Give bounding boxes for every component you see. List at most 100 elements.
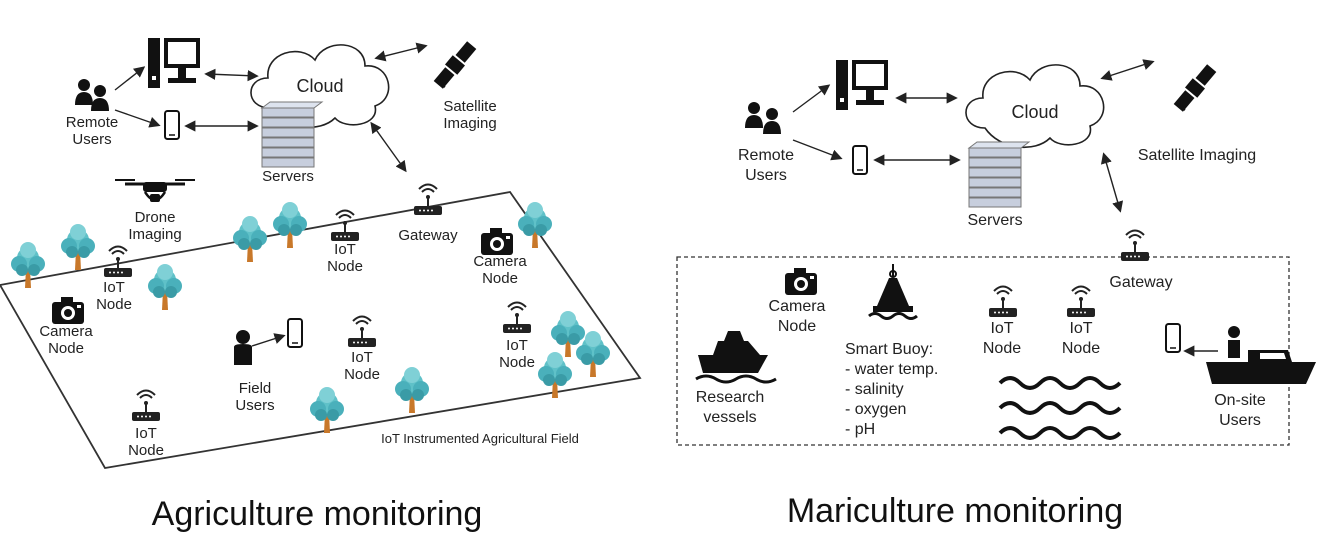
field-boundary [0,191,642,469]
buoy-icon [868,264,918,320]
arrow [114,66,146,91]
onsite-boat-icon [1206,326,1316,384]
camera-icon [785,268,817,295]
wave-icon [998,426,1122,440]
tree-icon [395,367,429,413]
gateway-label: Gateway [398,227,458,244]
iot-node-label-2: Node [1062,340,1100,357]
remote-users-icon [745,102,781,134]
iot-node-icon [330,209,360,242]
drone-icon [113,178,197,204]
tree-icon [518,202,552,248]
gateway-label: Gateway [1109,274,1172,291]
onsite-users-label-2: Users [1219,412,1261,429]
arrow [1100,59,1155,81]
satellite-label: Satellite [443,98,496,115]
satellite-label-2: Imaging [443,115,496,132]
onsite-users-label: On-site [1214,392,1266,409]
wave-icon [998,401,1122,415]
research-vessels-label: Research [696,389,764,406]
iot-node-icon [131,389,161,422]
camera-node-label: Camera [769,298,826,315]
field-label: IoT Instrumented Agricultural Field [381,431,579,446]
camera-icon [52,297,84,324]
iot-node-label: IoT [334,241,356,258]
arrow [114,109,161,128]
arrow [792,84,831,113]
iot-node-icon [988,285,1018,318]
tree-icon [233,216,267,262]
arrow [374,42,428,62]
iot-node-label-2: Node [344,366,380,383]
drone-label: Drone [135,209,176,226]
agriculture-caption: Agriculture monitoring [152,495,483,533]
arrow [370,121,407,173]
servers-icon [968,141,1030,208]
field-users-label: Field [239,380,272,397]
camera-node-label: Camera [473,253,527,270]
tree-icon [310,387,344,433]
iot-node-label: IoT [135,425,157,442]
remote-users-label-2: Users [72,131,111,148]
gateway-icon [1120,229,1150,262]
phone-icon [1165,323,1181,353]
desktop-icon [148,38,200,88]
remote-users-label: Remote [738,147,794,164]
field-users-label-2: Users [235,397,274,414]
camera-icon [481,228,513,255]
tree-icon [11,242,45,288]
research-vessels-label-2: vessels [703,409,756,426]
camera-node-label-2: Node [482,270,518,287]
iot-node-icon [347,315,377,348]
arrow [251,333,286,347]
iot-node-label-2: Node [983,340,1021,357]
camera-node-label-2: Node [778,318,816,335]
iot-node-icon [502,301,532,334]
remote-users-icon [75,79,109,111]
buoy-item: - pH [845,421,875,438]
cloud-label: Cloud [296,76,343,96]
field-user-icon [234,330,252,365]
phone-icon [852,145,868,175]
satellite-icon [1171,61,1219,115]
phone-icon [164,110,180,140]
desktop-icon [836,60,888,110]
iot-node-label: IoT [351,349,373,366]
iot-node-label: IoT [990,320,1013,337]
agriculture-panel: Remote Users Cloud Servers Satellite Ima… [0,38,642,533]
remote-users-label: Remote [66,114,119,131]
buoy-title: Smart Buoy: [845,341,933,358]
iot-node-label-2: Node [128,442,164,459]
tree-icon [273,202,307,248]
iot-node-label: IoT [506,337,528,354]
iot-node-label-2: Node [499,354,535,371]
drone-label-2: Imaging [128,226,181,243]
tree-icon [61,224,95,270]
buoy-item: - water temp. [845,361,938,378]
iot-node-label: IoT [1069,320,1092,337]
camera-node-label: Camera [39,323,93,340]
mariculture-panel: Remote Users Cloud Servers Satellite Ima… [676,59,1316,530]
arrow [204,68,259,82]
buoy-item: - salinity [845,381,904,398]
servers-icon [261,101,323,168]
research-vessel-icon [695,331,777,384]
remote-users-label-2: Users [745,167,787,184]
iot-node-icon [1066,285,1096,318]
phone-icon [287,318,303,348]
iot-node-label-2: Node [327,258,363,275]
servers-label: Servers [967,212,1022,229]
arrow [1100,152,1124,213]
wave-icon [998,376,1122,390]
iot-node-label: IoT [103,279,125,296]
iot-node-label-2: Node [96,296,132,313]
cloud-label: Cloud [1011,102,1058,122]
gateway-icon [413,183,443,216]
satellite-label: Satellite Imaging [1138,147,1256,164]
mariculture-caption: Mariculture monitoring [787,492,1123,530]
sea-area-boundary [676,256,1290,446]
arrow [792,139,843,161]
servers-label: Servers [262,168,314,185]
camera-node-label-2: Node [48,340,84,357]
